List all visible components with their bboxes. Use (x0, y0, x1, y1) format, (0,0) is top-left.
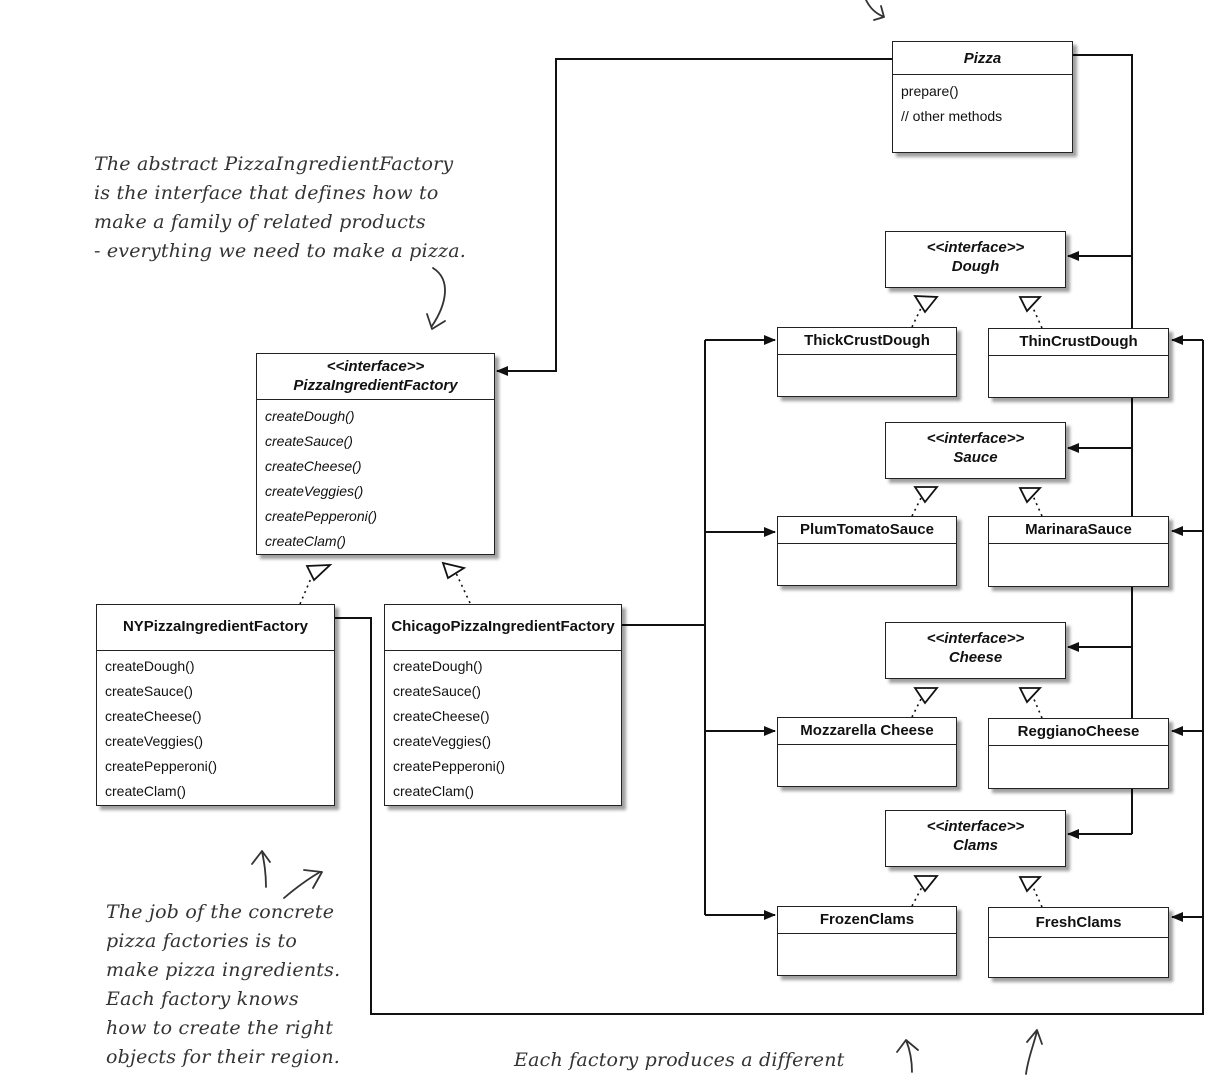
bottom-note-arrow-right (1025, 1029, 1043, 1075)
chicago-factory-methods: createDough() createSauce() createCheese… (385, 651, 621, 804)
pizza-method: prepare() (901, 83, 959, 99)
chicago-realization-triangle (441, 561, 467, 580)
chicago-factory-name: ChicagoPizzaIngredientFactory (385, 605, 621, 651)
thin-crust-dough-class: ThinCrustDough (988, 328, 1169, 398)
dough-interface-header: <<interface>> Dough (886, 232, 1065, 278)
method: createCheese() (265, 458, 362, 474)
ny-pizza-ingredient-factory-class: NYPizzaIngredientFactory createDough() c… (96, 604, 335, 806)
pizza-class: Pizza prepare() // other methods (892, 41, 1073, 153)
chicago-implements-factory-line (455, 572, 471, 604)
frozenclams-implements-clams-line (911, 886, 923, 907)
product-name: FrozenClams (778, 907, 956, 934)
dough-interface: <<interface>> Dough (885, 231, 1066, 288)
sauce-interface-header: <<interface>> Sauce (886, 423, 1065, 469)
method: createDough() (393, 658, 483, 674)
stereotype-label: <<interface>> (926, 818, 1025, 835)
plumtomato-implements-sauce-line (911, 495, 923, 517)
method: createDough() (105, 658, 195, 674)
clams-interface: <<interface>> Clams (885, 810, 1066, 867)
thickcrust-implements-dough-line (911, 305, 923, 328)
cheese-realization-triangle-left (913, 687, 939, 705)
method: createSauce() (265, 433, 353, 449)
concrete-note-arrow-left (251, 850, 271, 888)
interface-name: Cheese (948, 649, 1003, 666)
marinara-implements-sauce-line (1032, 495, 1043, 517)
method: createVeggies() (265, 483, 364, 499)
cheese-interface-header: <<interface>> Cheese (886, 623, 1065, 669)
ny-implements-factory-line (299, 575, 313, 605)
stereotype-label: <<interface>> (926, 239, 1025, 256)
product-name: MarinaraSauce (989, 517, 1168, 544)
sauce-realization-triangle-left (913, 486, 939, 504)
frozen-clams-class: FrozenClams (777, 906, 957, 976)
chicago-pizza-ingredient-factory-class: ChicagoPizzaIngredientFactory createDoug… (384, 604, 622, 806)
pizza-ingredient-factory-interface: <<interface>> PizzaIngredientFactory cre… (256, 353, 495, 555)
ny-factory-methods: createDough() createSauce() createCheese… (97, 651, 334, 804)
sauce-realization-triangle-right (1018, 487, 1043, 504)
product-name: ReggianoCheese (989, 719, 1168, 746)
dough-realization-triangle-left (913, 295, 939, 314)
product-name: FreshClams (989, 908, 1168, 938)
pizza-method: // other methods (901, 108, 1003, 124)
ny-products-bus (335, 340, 1204, 1015)
abstract-factory-note: The abstract PizzaIngredientFactory is t… (94, 153, 467, 262)
plum-tomato-sauce-class: PlumTomatoSauce (777, 516, 957, 586)
abstract-note-arrow (426, 267, 446, 330)
method: createDough() (265, 408, 355, 424)
method: createVeggies() (105, 733, 204, 749)
method: createPepperoni() (393, 758, 506, 774)
method: createSauce() (393, 683, 481, 699)
reggiano-implements-cheese-line (1032, 696, 1043, 719)
marinara-sauce-class: MarinaraSauce (988, 516, 1169, 587)
method: createPepperoni() (265, 508, 378, 524)
reggiano-cheese-class: ReggianoCheese (988, 718, 1169, 789)
interface-name: Clams (952, 837, 999, 854)
sauce-interface: <<interface>> Sauce (885, 422, 1066, 479)
method: createCheese() (393, 708, 490, 724)
method: createClam() (265, 533, 346, 549)
method: createClam() (105, 783, 186, 799)
concrete-factories-note: The job of the concrete pizza factories … (106, 901, 341, 1068)
product-name: ThickCrustDough (778, 328, 956, 355)
method: createSauce() (105, 683, 193, 699)
cheese-realization-triangle-right (1018, 687, 1043, 704)
pizza-to-factory-association (496, 58, 892, 376)
pizza-class-name: Pizza (893, 42, 1072, 75)
method: createPepperoni() (105, 758, 218, 774)
product-name: ThinCrustDough (989, 329, 1168, 356)
interface-name: Dough (951, 258, 1000, 275)
clams-realization-triangle-right (1018, 876, 1043, 893)
clams-interface-header: <<interface>> Clams (886, 811, 1065, 857)
pizza-ingredient-factory-header: <<interface>> PizzaIngredientFactory (257, 354, 494, 400)
mozzarella-implements-cheese-line (911, 696, 923, 718)
stereotype-label: <<interface>> (326, 358, 425, 375)
top-note-arrow (865, 0, 885, 21)
product-name: PlumTomatoSauce (778, 517, 956, 544)
method: createClam() (393, 783, 474, 799)
pizza-methods: prepare() // other methods (893, 75, 1072, 129)
class-name: PizzaIngredientFactory (293, 377, 458, 394)
ny-realization-triangle (305, 563, 333, 582)
clams-realization-triangle-left (913, 875, 939, 893)
factory-methods: createDough() createSauce() createCheese… (257, 400, 494, 554)
method: createVeggies() (393, 733, 492, 749)
mozzarella-cheese-class: Mozzarella Cheese (777, 717, 957, 787)
thick-crust-dough-class: ThickCrustDough (777, 327, 957, 397)
fresh-clams-class: FreshClams (988, 907, 1169, 978)
cheese-interface: <<interface>> Cheese (885, 622, 1066, 679)
freshclams-implements-clams-line (1032, 886, 1043, 908)
product-name: Mozzarella Cheese (778, 718, 956, 745)
interface-name: Sauce (953, 449, 998, 466)
concrete-note-arrow-right (283, 869, 323, 899)
ny-factory-name: NYPizzaIngredientFactory (97, 605, 334, 651)
dough-realization-triangle-right (1018, 296, 1043, 313)
method: createCheese() (105, 708, 202, 724)
thincrust-implements-dough-line (1032, 307, 1043, 329)
stereotype-label: <<interface>> (926, 630, 1025, 647)
bottom-note-arrow-left (896, 1039, 919, 1073)
bottom-note: Each factory produces a different (514, 1049, 845, 1071)
stereotype-label: <<interface>> (926, 430, 1025, 447)
